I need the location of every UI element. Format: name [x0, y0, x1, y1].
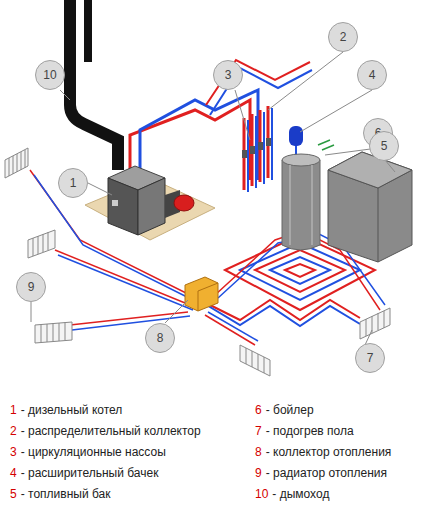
callout-number: 5 [381, 139, 388, 153]
legend-text: - расширительный бачек [21, 466, 159, 480]
legend-row: 5 - топливный бак [10, 487, 110, 501]
legend-row: 2 - распределительный коллектор [10, 424, 201, 438]
callout-circle: 9 [16, 272, 46, 302]
legend-text: - циркуляционные нассоы [21, 445, 166, 459]
callout-number: 4 [369, 68, 376, 82]
legend-text: - дизельный котел [21, 403, 123, 417]
callout-number: 2 [340, 30, 347, 44]
legend-text: - подогрев пола [266, 424, 354, 438]
legend-number: 2 [10, 424, 17, 438]
legend-row: 1 - дизельный котел [10, 403, 122, 417]
legend-number: 6 [255, 403, 262, 417]
legend-text: - бойлер [266, 403, 314, 417]
legend-text: - коллектор отопления [266, 445, 392, 459]
legend-row: 10 - дымоход [255, 487, 329, 501]
leader-lines [31, 52, 395, 345]
callout-circle: 7 [355, 343, 385, 373]
callout-number: 8 [157, 331, 164, 345]
legend-row: 4 - расширительный бачек [10, 466, 158, 480]
legend-row: 8 - коллектор отопления [255, 445, 391, 459]
chimney [70, 0, 118, 170]
callout-circle: 1 [58, 168, 88, 198]
callout-circle: 8 [145, 323, 175, 353]
hot-water-cylinder [282, 140, 334, 250]
legend-number: 9 [255, 466, 262, 480]
legend-number: 1 [10, 403, 17, 417]
legend-number: 7 [255, 424, 262, 438]
callout-number: 10 [43, 68, 56, 82]
distribution-collector [242, 106, 272, 192]
legend-row: 7 - подогрев пола [255, 424, 354, 438]
legend-text: - дымоход [272, 487, 329, 501]
callout-number: 3 [225, 68, 232, 82]
legend-number: 5 [10, 487, 17, 501]
legend-number: 4 [10, 466, 17, 480]
legend-number: 3 [10, 445, 17, 459]
callout-circle: 2 [328, 22, 358, 52]
callout-circle: 3 [213, 60, 243, 90]
fuel-tank [328, 152, 412, 262]
callout-circle: 5 [369, 131, 399, 161]
callout-circle: 10 [35, 60, 65, 90]
legend-row: 9 - радиатор отопления [255, 466, 387, 480]
legend-text: - топливный бак [21, 487, 111, 501]
legend-text: - радиатор отопления [266, 466, 387, 480]
legend-text: - распределительный коллектор [21, 424, 201, 438]
boiler-pad [85, 178, 215, 240]
legend-number: 8 [255, 445, 262, 459]
callout-number: 1 [70, 176, 77, 190]
callout-number: 9 [28, 280, 35, 294]
callout-circle: 4 [357, 60, 387, 90]
legend-number: 10 [255, 487, 268, 501]
legend-row: 3 - циркуляционные нассоы [10, 445, 166, 459]
legend-row: 6 - бойлер [255, 403, 314, 417]
heating-collector [185, 277, 218, 311]
callout-number: 7 [367, 351, 374, 365]
diesel-boiler [108, 166, 194, 235]
